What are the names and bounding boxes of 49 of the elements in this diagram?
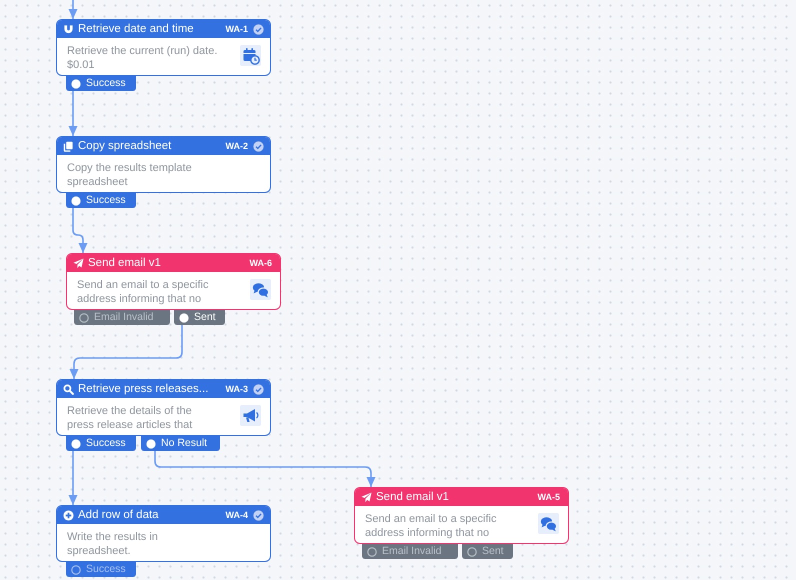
port-label: Email Invalid [382,544,442,559]
price-text: $0.01 [67,58,96,72]
step-id: WA-4 [226,509,248,522]
output-port [74,310,170,325]
port-label: Success [86,562,126,577]
connector-arrow [72,208,88,253]
step-description: Retrieve the details of the press release articles that [67,404,194,432]
connector-arrow [70,325,183,379]
connector-arrow [68,0,78,19]
connector-arrow [154,451,376,487]
port-label: Success [86,193,126,208]
output-port [66,562,136,577]
output-port [362,544,458,559]
output-port [66,436,136,451]
output-port [462,544,513,559]
step-card [66,253,281,310]
step-description: Write the results in spreadsheet. [67,530,159,558]
step-title: Retrieve date and time [78,22,194,37]
port-label: Email Invalid [94,310,154,325]
step-id: WA-2 [226,140,248,153]
step-description: Copy the results template spreadsheet [67,161,193,189]
port-label: Success [86,436,126,451]
step-card [56,505,271,562]
output-port [66,76,136,91]
step-title: Retrieve press releases... [78,382,208,397]
step-id: WA-1 [226,23,248,36]
step-id: WA-3 [226,383,248,396]
step-id: WA-5 [538,491,560,504]
step-description: Send an email to a specific address informing that no [77,278,210,306]
output-port [174,310,225,325]
step-title: Add row of data [78,508,159,523]
step-card [56,19,271,76]
port-label: Sent [482,544,504,559]
connector-arrow [68,451,78,505]
output-port [141,436,220,451]
step-id: WA-6 [250,257,272,270]
port-label: Success [86,76,126,91]
step-description: Retrieve the current (run) date. [67,44,218,58]
output-port [66,193,136,208]
step-description: Send an email to a specific address informing that no [365,512,498,540]
step-card [354,487,569,544]
connector-arrow [68,91,78,136]
step-title: Send email v1 [88,256,161,271]
step-card [56,136,271,193]
step-card [56,379,271,436]
port-label: Sent [194,310,216,325]
port-label: No Result [161,436,208,451]
step-title: Copy spreadsheet [78,139,172,154]
step-title: Send email v1 [376,490,449,505]
